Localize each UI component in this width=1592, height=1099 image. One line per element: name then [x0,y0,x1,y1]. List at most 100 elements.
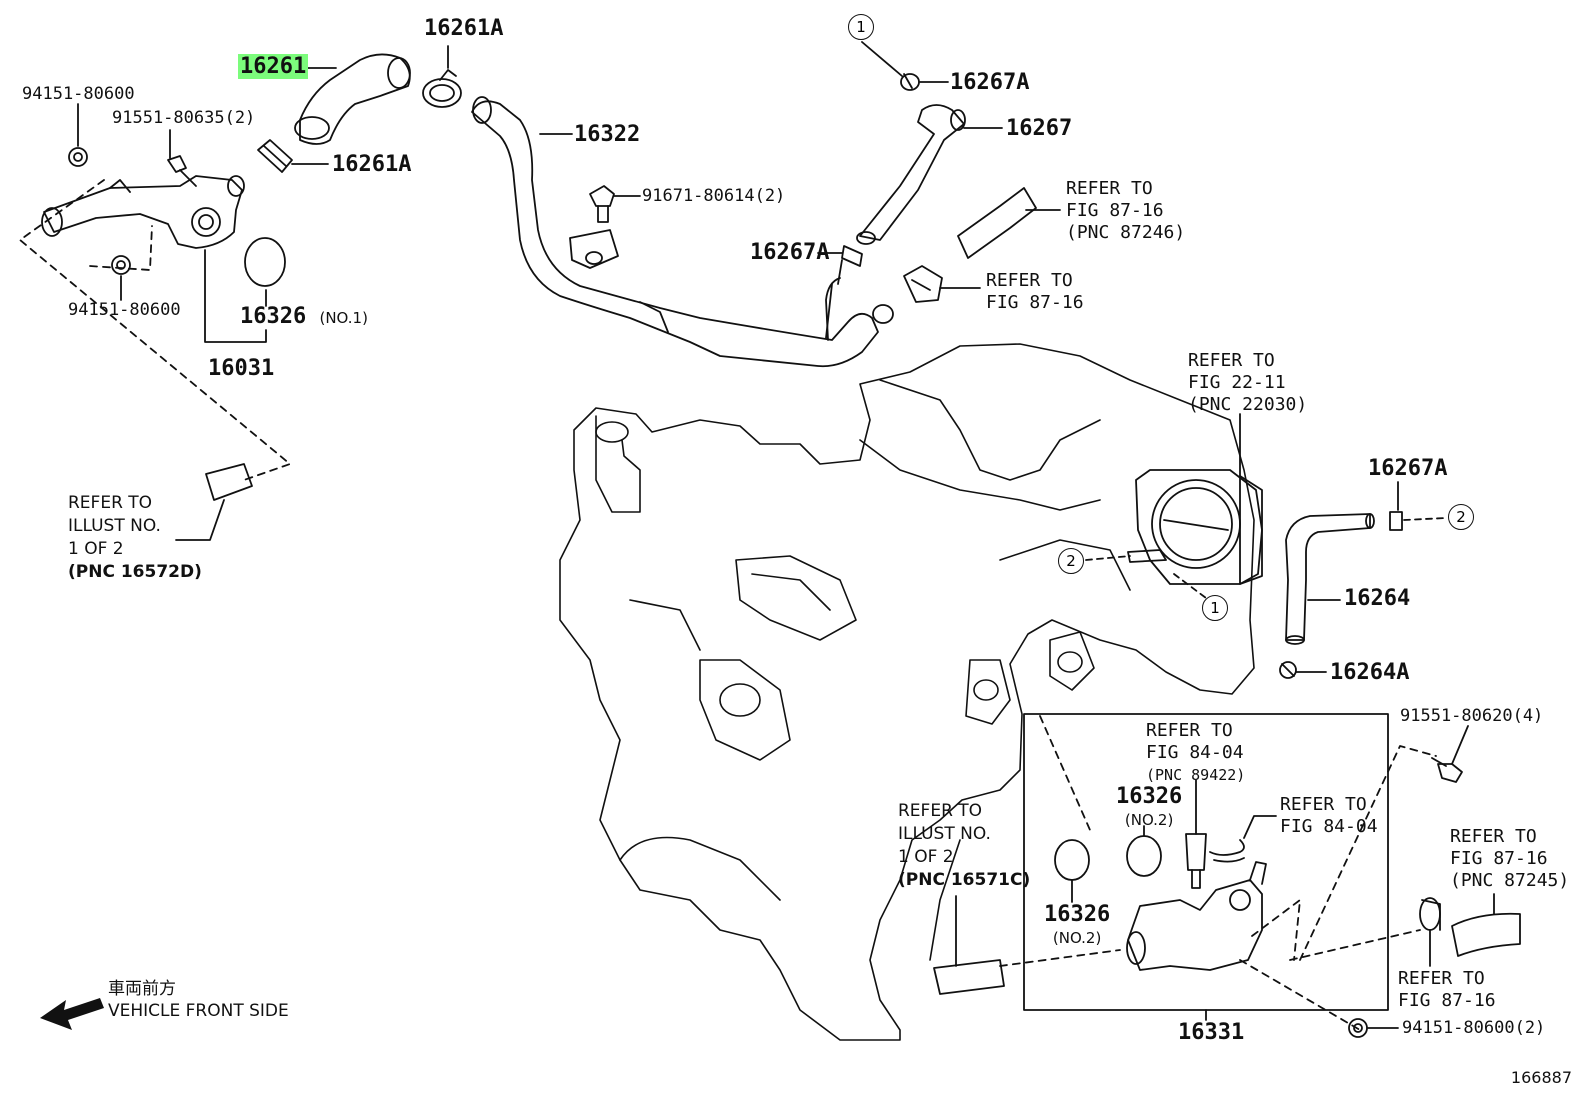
part-94151-low-label[interactable]: 94151-80600 [68,300,181,320]
ref-illust-d-line3: 1 OF 2 [68,539,124,559]
ref-illust-d-line1: REFER TO [68,493,153,513]
part-16322-label[interactable]: 16322 [574,122,641,147]
bolt-91551-80620 [1431,757,1463,783]
clamp-16261A-top [422,69,462,108]
clamp-87-16-low [1419,897,1441,931]
ref-8716-mid[interactable]: REFER TO FIG 87-16 [986,270,1084,314]
ref-8404-b[interactable]: REFER TO FIG 84-04 [1280,794,1378,838]
oring-16326-no2a [1054,839,1090,881]
ref-illust-16571C[interactable]: REFER TO ILLUST NO. 1 OF 2 (PNC 16571C) [898,800,1030,892]
ref-87246-line2: FIG 87-16 [1066,200,1164,221]
hose-stub-16572D [205,463,253,501]
part-16264A-label[interactable]: 16264A [1330,660,1410,685]
dashed-callout-2-left [1085,555,1131,561]
part-16267A-top-label[interactable]: 16267A [950,70,1030,95]
part-91671-label[interactable]: 91671-80614(2) [642,186,786,206]
ref-illust-16572D[interactable]: REFER TO ILLUST NO. 1 OF 2 (PNC 16572D) [68,492,202,584]
part-16326-no1-label[interactable]: 16326 (NO.1) [240,306,368,328]
small-pipe [825,259,843,339]
part-16267A-mid-label[interactable]: 16267A [750,240,830,265]
part-16267A-right-label[interactable]: 16267A [1368,456,1448,481]
ref-2211[interactable]: REFER TO FIG 22-11 (PNC 22030) [1188,350,1307,416]
ref-illust-c-line1: REFER TO [898,801,983,821]
part-16261A-mid-label[interactable]: 16261A [332,152,412,177]
ref-87245-line1: REFER TO [1450,826,1537,847]
ref-illust-d-line4: (PNC 16572D) [68,562,202,582]
part-16326-no2a-label[interactable]: 16326 (NO.2) [1044,904,1110,948]
callout-2-left[interactable]: 2 [1058,548,1084,574]
part-94151-top-label[interactable]: 94151-80600 [22,84,135,104]
ref-8716-mid-line1: REFER TO [986,270,1073,291]
ref-87245[interactable]: REFER TO FIG 87-16 (PNC 87245) [1450,826,1569,892]
callout-1-top[interactable]: 1 [848,14,874,40]
part-16267-label[interactable]: 16267 [1006,116,1073,141]
clamp-16267A-top [900,73,920,91]
callout-2-right[interactable]: 2 [1448,504,1474,530]
part-16261A-top-label[interactable]: 16261A [424,16,504,41]
oring-16326-no1 [244,237,286,287]
hose-16267-drawing [856,104,966,245]
ref-illust-c-line3: 1 OF 2 [898,847,954,867]
ref-8404-a[interactable]: REFER TO FIG 84-04 (PNC 89422) [1146,720,1245,786]
part-91551-80635-label[interactable]: 91551-80635(2) [112,108,256,128]
dashed-callout-1-low [1173,573,1207,599]
ref-87245-line3: (PNC 87245) [1450,870,1570,891]
part-16326-no2b-tag: (NO.2) [1124,811,1174,829]
part-16326-no2a-number[interactable]: 16326 [1044,902,1111,927]
part-16031-label[interactable]: 16031 [208,356,275,381]
ref-illust-c-line4: (PNC 16571C) [898,870,1031,890]
ref-87246-line1: REFER TO [1066,178,1153,199]
hose-stub-16571C [933,959,1005,995]
clamp-16264A [1279,661,1297,679]
water-inlet-16031 [41,175,245,249]
clamp-16267A-right [1389,511,1403,531]
sensor-89422 [1185,779,1207,889]
ref-8716-low-line1: REFER TO [1398,968,1485,989]
oring-16326-no2b [1126,835,1162,877]
bracket-16031 [204,249,267,343]
part-16331-label[interactable]: 16331 [1178,1020,1245,1045]
part-16261-highlight[interactable]: 16261 [238,54,309,79]
ref-8716-low-line2: FIG 87-16 [1398,990,1496,1011]
part-16326-no2b-label[interactable]: 16326 (NO.2) [1116,786,1182,830]
part-16264-label[interactable]: 16264 [1344,586,1411,611]
ref-87246-line3: (PNC 87246) [1066,222,1186,243]
ref-illust-d-line2: ILLUST NO. [68,516,161,536]
vehicle-front-label-en: VEHICLE FRONT SIDE [108,1001,289,1021]
figure-number: 166887 [1510,1068,1572,1087]
ref-8404-a-line3: (PNC 89422) [1146,766,1246,784]
part-91551-80620-label[interactable]: 91551-80620(4) [1400,706,1544,726]
part-16326-no2a-tag: (NO.2) [1052,929,1102,947]
ref-8404-b-line1: REFER TO [1280,794,1367,815]
ref-8404-b-line2: FIG 84-04 [1280,816,1378,837]
nut-94151-80600-2 [1348,1018,1368,1038]
ref-2211-line1: REFER TO [1188,350,1275,371]
bolt-91671 [589,185,615,223]
engine-block-outline [559,343,1255,1041]
part-94151-80600-2-label[interactable]: 94151-80600(2) [1402,1018,1546,1038]
clip-87-16-mid [903,265,943,303]
hose-16264-drawing [1285,513,1375,645]
water-outlet-16331 [1126,861,1267,971]
dashed-guide-left [19,179,291,481]
leader-16267A-top [861,41,949,83]
dashed-guide-bottom [999,715,1437,1031]
ref-87246[interactable]: REFER TO FIG 87-16 (PNC 87246) [1066,178,1185,244]
ref-illust-c-line2: ILLUST NO. [898,824,991,844]
vehicle-front-arrow [40,998,104,1030]
ref-8404-a-line2: FIG 84-04 [1146,742,1244,763]
ref-8716-low[interactable]: REFER TO FIG 87-16 [1398,968,1496,1012]
nut-94151-top [68,147,88,167]
part-16326-no2b-number[interactable]: 16326 [1116,784,1183,809]
throttle-body [1127,469,1263,585]
ref-2211-line3: (PNC 22030) [1188,394,1308,415]
part-16326-no1-number[interactable]: 16326 [240,304,307,329]
hose-16261-drawing[interactable] [294,53,411,145]
ref-8404-a-line1: REFER TO [1146,720,1233,741]
leader-91551-80620 [1451,725,1469,765]
nut-94151-low [111,255,131,275]
callout-1-low[interactable]: 1 [1202,595,1228,621]
part-16261-label[interactable]: 16261 [238,54,309,79]
vehicle-front-label: 車両前方 VEHICLE FRONT SIDE [108,978,289,1022]
